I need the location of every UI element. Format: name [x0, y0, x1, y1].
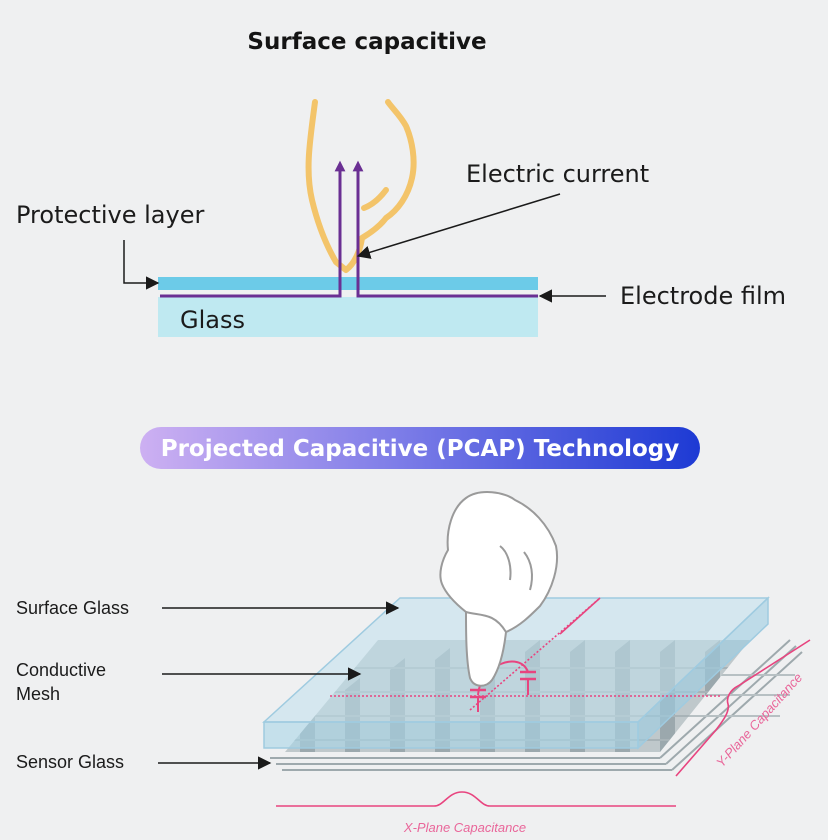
surface-glass-label: Surface Glass [16, 598, 129, 618]
protective-layer-label: Protective layer [16, 201, 204, 229]
y-plane-wave [675, 639, 811, 777]
x-plane-capacitance-label: X-Plane Capacitance [403, 820, 526, 835]
sensor-glass-label: Sensor Glass [16, 752, 124, 772]
glass-layer [158, 297, 538, 337]
electric-current-pointer [356, 193, 561, 259]
protective-layer-band [158, 277, 538, 290]
surface-capacitive-title: Surface capacitive [247, 29, 486, 55]
conductive-mesh-label-line1: Conductive [16, 660, 106, 680]
electric-current-label: Electric current [466, 160, 649, 188]
electric-current-path [160, 160, 538, 298]
surface-glass-layer [262, 596, 770, 750]
pointing-hand-icon [439, 491, 558, 687]
pcap-title-pill [140, 427, 700, 469]
protective-layer-pointer [123, 240, 160, 290]
x-plane-wave [276, 791, 676, 807]
capacitance-lines [330, 597, 720, 712]
pcap-title: Projected Capacitive (PCAP) Technology [161, 436, 680, 462]
glass-label: Glass [180, 306, 245, 334]
electrode-film-label: Electrode film [620, 282, 786, 310]
conductive-mesh-label-line2: Mesh [16, 684, 60, 704]
hand-icon [305, 99, 417, 273]
